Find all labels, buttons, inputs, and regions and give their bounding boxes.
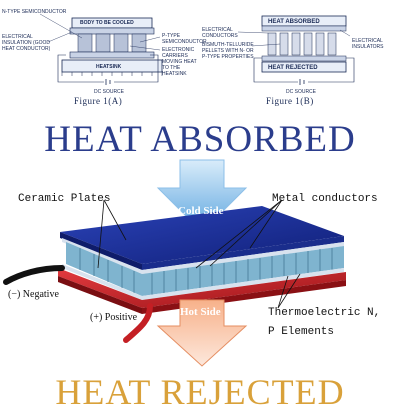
fig-a-insulation-label: ELECTRICAL INSULATION (GOOD HEAT CONDUCT… [2,34,51,52]
figure-1b-drawing [237,15,355,85]
fig-a-caption: Figure 1(A) [74,96,123,106]
pn-pellets [66,242,344,296]
negative-label: (−) Negative [8,289,59,300]
negative-wire [3,265,65,285]
fig-a-heatsink-label: HEATSINK [96,64,122,70]
hot-arrow [156,299,248,367]
ceramic-plates-label: Ceramic Plates [18,193,111,205]
figure-1a: N-TYPE SEMICONDUCTOR BODY TO BE COOLED E… [0,0,207,115]
fig-a-p-type-label: P-TYPE SEMICONDUCTOR [162,33,207,45]
figure-1b: HEAT ABSORBED ELECTRICAL CONDUCTORS ELEC… [200,0,400,115]
fig-a-carriers-label: ELECTRONIC CARRIERS MOVING HEAT TO THE H… [162,47,197,77]
peltier-module-illustration [3,159,346,367]
fig-a-body-label: BODY TO BE COOLED [80,20,134,26]
fig-b-caption: Figure 1(B) [266,96,314,106]
fig-a-dc-label: DC SOURCE [94,89,125,95]
thermoelectric-label-line2: P Elements [268,326,335,338]
fig-a-n-type-label: N-TYPE SEMICONDUCTOR [2,9,67,15]
cold-side-label: Cold Side [178,205,224,217]
top-ceramic-plate [60,206,344,264]
fig-b-heat-absorbed-label: HEAT ABSORBED [268,19,320,25]
heat-rejected-title: HEAT REJECTED [55,372,345,412]
metal-conductors-label: Metal conductors [272,193,378,205]
fig-b-insulators-label: ELECTRICAL INSULATORS [352,38,384,50]
positive-wire [123,303,153,343]
cold-arrow [156,159,248,233]
fig-b-pellets-label: BISMUTH-TELLURIDE PELLETS WITH N- OR P-T… [202,42,254,60]
fig-b-conductors-label: ELECTRICAL CONDUCTORS [202,27,238,39]
bottom-ceramic-plate [58,268,346,308]
fig-b-dc-label: DC SOURCE [286,89,317,95]
heat-absorbed-title: HEAT ABSORBED [44,119,356,160]
figure-1a-drawing [39,13,163,85]
thermoelectric-label-line1: Thermoelectric N, [268,307,381,319]
fig-b-heat-rejected-label: HEAT REJECTED [268,65,318,71]
hot-side-label: Hot Side [180,306,221,318]
positive-label: (+) Positive [90,312,138,323]
